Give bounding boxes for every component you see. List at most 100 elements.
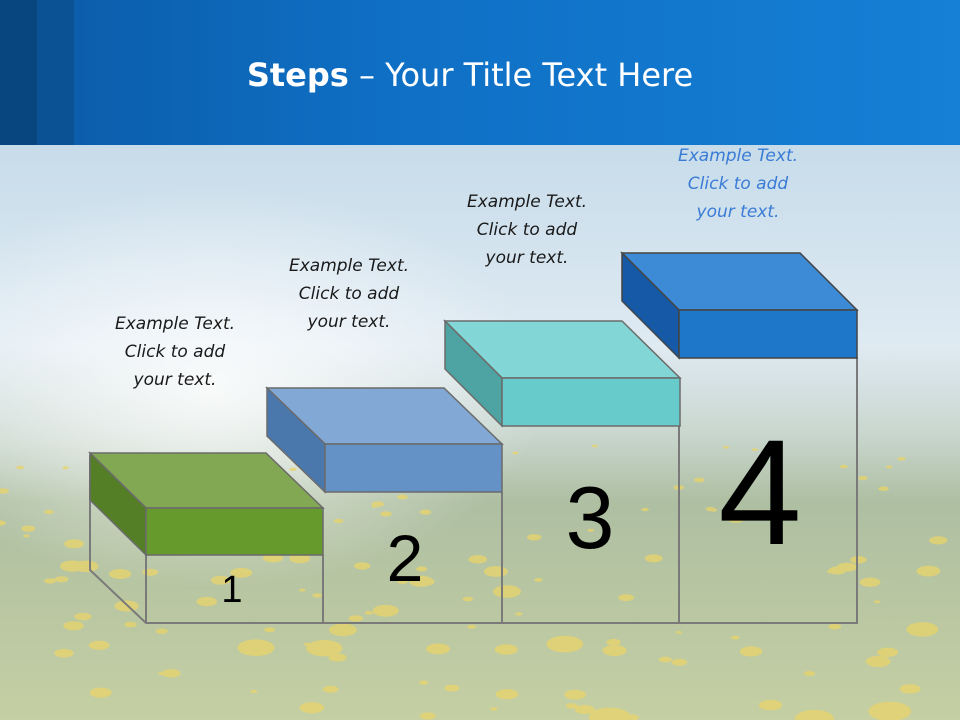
header-stripe-mid [37,0,74,145]
flower-dot [885,465,893,469]
flower-dot [371,505,378,508]
flower-dot [490,707,498,711]
flower-dot [495,689,519,700]
caption-line: your text. [485,248,569,268]
flower-dot [868,701,912,720]
flower-dot [124,621,137,628]
flower-dots [0,443,948,720]
flower-dot [602,645,627,656]
title-bold: Steps [246,56,349,94]
flower-dot [527,534,542,541]
flower-dot [299,588,306,592]
flower-dot [618,594,634,602]
flower-dot [727,515,745,523]
step-block-2[interactable] [265,386,504,494]
flower-dot [54,648,74,658]
flower-dot [23,534,30,538]
flower-dot [289,553,311,564]
flower-dot [21,525,36,532]
flower-dot [416,577,435,586]
step-number-4: 4 [718,408,802,576]
flower-dot [878,486,889,492]
slide-title[interactable]: Steps – Your Title Text Here [0,56,940,94]
flower-dot [16,465,25,470]
flower-dot [722,445,730,449]
step-block-4[interactable] [620,251,859,360]
title-bar [0,0,960,145]
flower-dot [606,638,621,646]
step-caption-3[interactable]: Example Text. Click to add your text. [427,188,627,272]
flower-dot [588,707,631,720]
flower-dot [574,705,595,714]
flower-dot [587,528,595,532]
flower-dot [161,669,181,678]
header-stripe-dark [0,0,37,145]
flower-dot [626,714,639,720]
caption-line: your text. [133,370,217,390]
flower-dot [916,565,941,577]
caption-line: your text. [307,312,391,332]
step-block-3[interactable] [443,319,682,428]
step-4-front [678,309,858,359]
step-caption-1[interactable]: Example Text. Click to add your text. [75,310,275,394]
flower-dot [730,635,740,640]
step-caption-4[interactable]: Example Text. Click to add your text. [638,142,838,226]
flower-dot [322,685,339,693]
flower-dot [419,680,429,685]
flower-dot [739,646,763,657]
flower-dot [877,647,899,657]
flower-dot [426,643,450,655]
flower-dot [299,702,325,714]
flower-dot [751,448,758,451]
flower-dot [303,642,311,646]
step-number-3: 3 [565,468,615,567]
flower-dot [873,600,881,604]
caption-line: your text. [696,202,780,222]
flower-dot [397,579,409,584]
flower-dot [493,585,521,598]
caption-line: Example Text. [677,146,799,166]
flower-dot [534,578,543,582]
flower-dot [444,684,460,692]
flower-dot [858,476,868,481]
flower-dot [641,507,649,512]
title-rest: – Your Title Text Here [348,56,694,94]
flower-dot [44,509,54,515]
flower-dot [865,655,891,668]
flower-dot [210,575,231,585]
flower-dot [329,623,357,637]
flower-dot [89,687,112,698]
flower-dot [705,506,715,512]
step-3-front [501,377,681,427]
flower-dot [0,520,6,526]
caption-line: Click to add [476,220,578,240]
flower-dot [906,622,939,637]
caption-line: Click to add [124,342,226,362]
flower-dot [63,621,84,631]
flower-dot [859,577,881,587]
flower-dot [693,477,705,483]
flower-dot [585,512,596,518]
caption-line: Click to add [298,284,400,304]
flower-dot [289,467,297,471]
flower-dot [74,612,92,621]
step-block-1[interactable] [88,451,325,557]
flower-dot [353,562,371,570]
flower-dot [899,684,921,694]
flower-dot [467,624,477,629]
flower-dot [468,555,488,564]
flower-dot [565,703,578,709]
flower-dot [62,466,69,470]
flower-dot [88,640,110,650]
flower-dot [196,596,218,607]
step-caption-2[interactable]: Example Text. Click to add your text. [249,252,449,336]
flower-dot [60,560,85,572]
flower-dot [494,644,518,655]
flower-dot [564,689,587,700]
flower-dot [230,567,253,578]
caption-line: Example Text. [114,314,236,334]
caption-line: Example Text. [288,256,410,276]
flower-dot [348,615,363,622]
flower-dot [837,562,858,572]
